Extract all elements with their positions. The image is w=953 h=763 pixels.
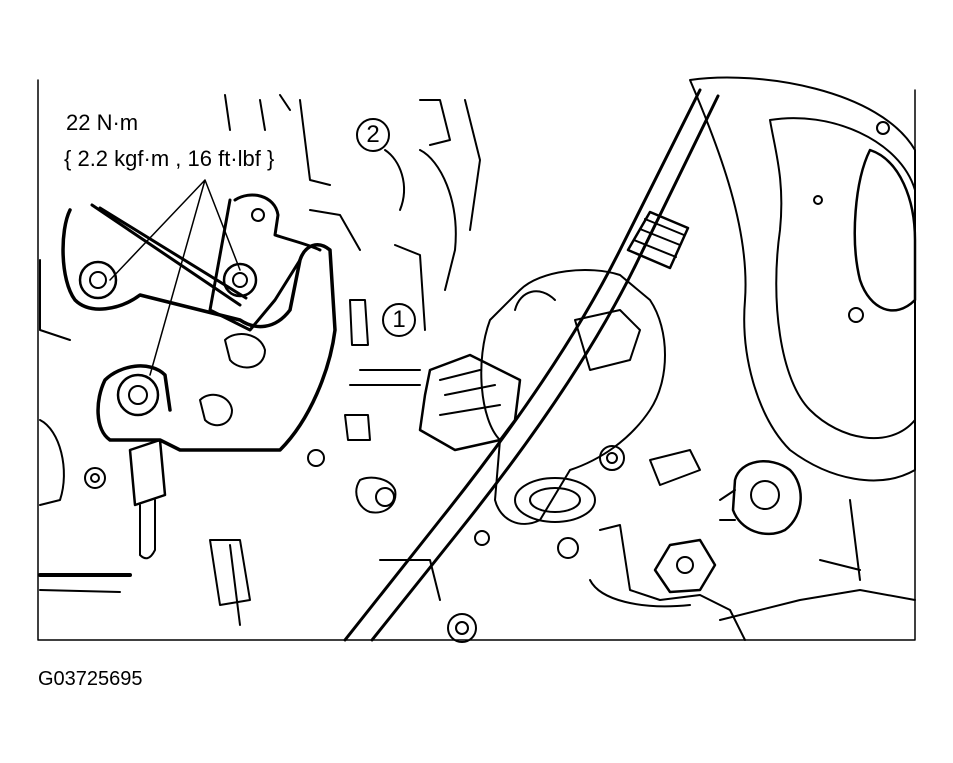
torque-leader bbox=[109, 179, 241, 376]
bolt-3 bbox=[116, 373, 160, 417]
pump-body bbox=[480, 269, 666, 525]
fuel-hose bbox=[343, 88, 702, 642]
callout-2: 2 bbox=[356, 118, 390, 152]
hose-fitting bbox=[626, 210, 690, 270]
housing-outline bbox=[689, 76, 916, 482]
figure-id: G03725695 bbox=[38, 668, 143, 690]
mounting-bracket bbox=[61, 208, 337, 452]
sensor-connector bbox=[128, 438, 167, 507]
lower-fastener bbox=[653, 538, 717, 594]
torque-primary: 22 N·m bbox=[66, 110, 139, 135]
tensioner-pulley bbox=[731, 460, 802, 536]
bolt-2 bbox=[222, 262, 258, 298]
callout-1: 1 bbox=[382, 303, 416, 337]
torque-secondary: { 2.2 kgf·m , 16 ft·lbf } bbox=[64, 146, 275, 171]
electrical-connector bbox=[418, 353, 522, 452]
bolt-1 bbox=[78, 260, 118, 300]
